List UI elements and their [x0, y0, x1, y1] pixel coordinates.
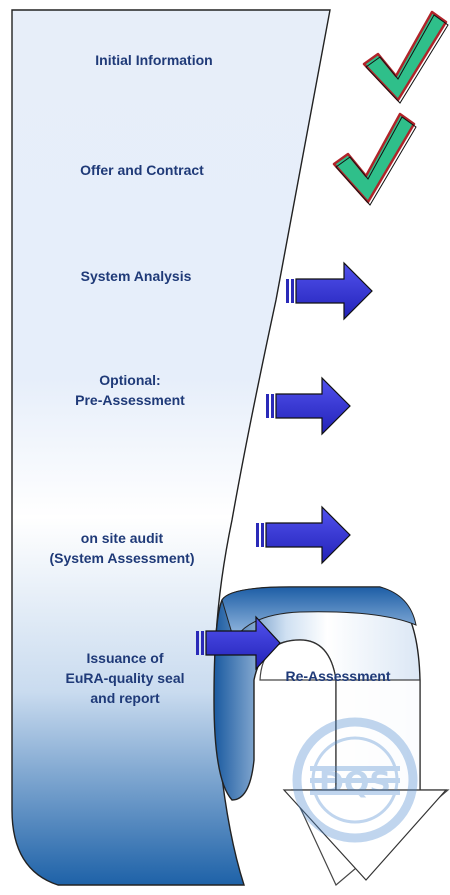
process-banner [11, 9, 331, 886]
reassessment-arrow-head [282, 789, 448, 881]
step-issuance-seal: Issuance of EuRA-quality seal and report [65, 650, 185, 706]
seal-text: DQS [319, 766, 391, 801]
step-offer-and-contract: Offer and Contract [80, 162, 204, 178]
right-arrow-icon [256, 505, 351, 565]
reassessment-loop-top [221, 586, 417, 642]
right-arrow-icon [266, 376, 351, 436]
step-on-site-audit: on site audit (System Assessment) [49, 530, 195, 566]
dqs-seal-logo: DQS [292, 717, 418, 843]
step-pre-assessment: Optional: Pre-Assessment [75, 372, 185, 408]
step-initial-information: Initial Information [95, 52, 213, 68]
check-mark-icon [332, 112, 417, 206]
reassessment-label: Re-Assessment [285, 668, 391, 684]
check-mark-icon [362, 10, 449, 104]
step-system-analysis: System Analysis [80, 268, 192, 284]
right-arrow-icon [196, 615, 281, 671]
right-arrow-icon [286, 261, 373, 321]
